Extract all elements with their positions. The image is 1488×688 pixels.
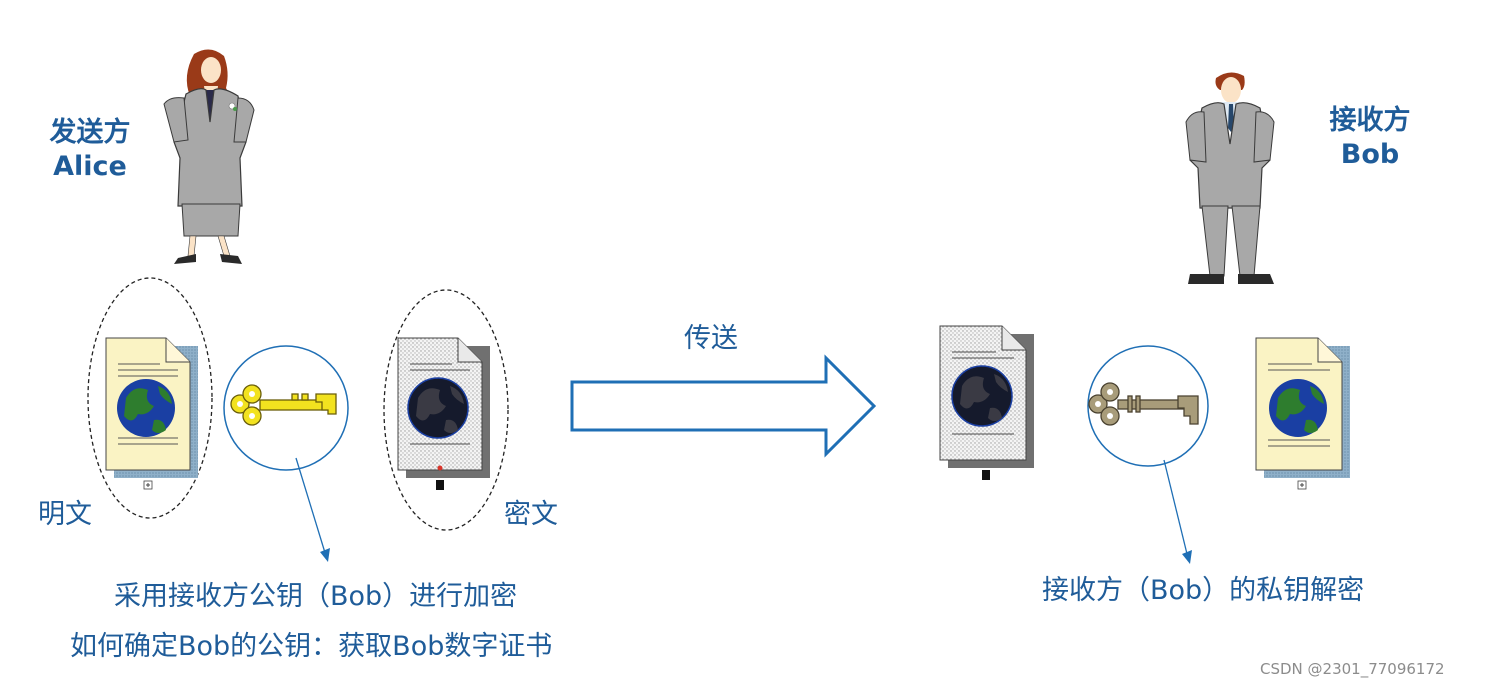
plaintext-highlight <box>87 277 213 519</box>
watermark: CSDN @2301_77096172 <box>1260 660 1445 678</box>
plaintext-label: 明文 <box>38 499 92 530</box>
transmit-label: 传送 <box>684 323 738 354</box>
document-icon <box>397 337 490 490</box>
public-key-icon <box>223 345 349 471</box>
sender-role: 发送方 <box>49 117 131 148</box>
receiver-label: 接收方 Bob <box>1320 104 1420 172</box>
man-figure <box>1185 72 1275 284</box>
document-icon <box>939 325 1034 480</box>
sender-name: Alice <box>53 151 127 182</box>
encrypt-pointer <box>295 457 330 562</box>
receiver-role: 接收方 <box>1329 105 1411 136</box>
document-icon <box>105 337 198 490</box>
decrypt-pointer <box>1163 459 1192 564</box>
receiver-name: Bob <box>1340 139 1400 170</box>
encrypt-note: 采用接收方公钥（Bob）进行加密 <box>114 581 518 612</box>
globe-icon <box>117 379 175 437</box>
private-key-icon <box>1087 345 1209 467</box>
ciphertext-label: 密文 <box>504 499 558 530</box>
sender-label: 发送方 Alice <box>40 116 140 184</box>
ciphertext-highlight <box>383 289 509 531</box>
globe-icon <box>407 377 469 439</box>
transmit-arrow <box>570 354 877 458</box>
document-icon <box>1255 337 1350 490</box>
globe-icon <box>1269 379 1327 437</box>
decrypt-note: 接收方（Bob）的私钥解密 <box>1042 575 1365 606</box>
globe-icon <box>951 365 1013 427</box>
public-key-note: 如何确定Bob的公钥：获取Bob数字证书 <box>70 631 553 662</box>
woman-figure <box>163 49 255 264</box>
